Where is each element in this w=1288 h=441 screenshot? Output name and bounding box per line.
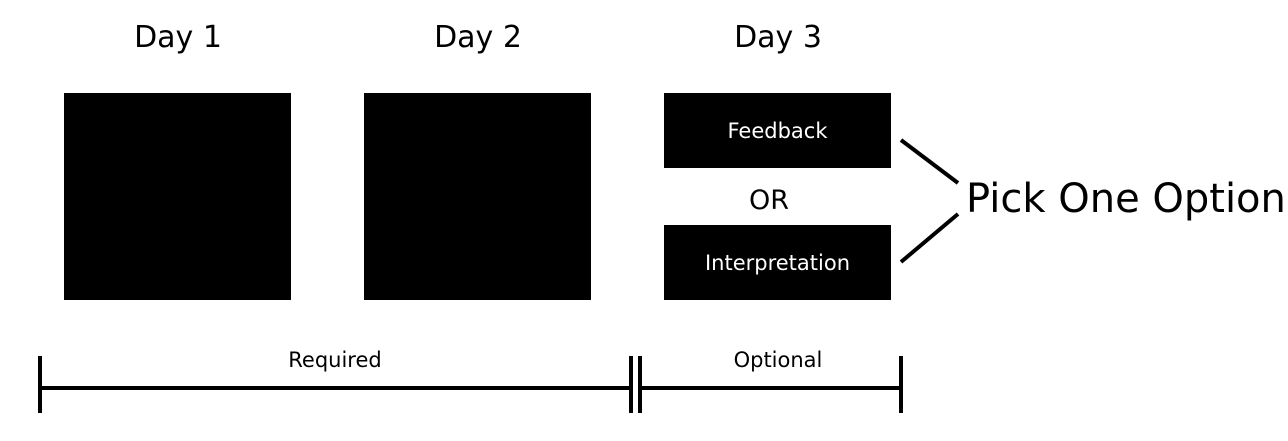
- required-label: Required: [288, 348, 382, 372]
- day-3-label: Day 3: [734, 20, 822, 55]
- optional-label: Optional: [733, 348, 823, 372]
- feedback-option-block: Feedback: [664, 93, 891, 168]
- day-2-block: [364, 93, 591, 300]
- day-2-label: Day 2: [434, 20, 522, 55]
- connector-line-bottom: [899, 212, 960, 264]
- pick-one-option-label: Pick One Option: [966, 176, 1286, 222]
- day-1-label: Day 1: [134, 20, 222, 55]
- connector-line-top: [899, 138, 960, 185]
- or-separator: OR: [748, 185, 789, 216]
- day-1-block: [64, 93, 291, 300]
- interpretation-option-label: Interpretation: [704, 250, 851, 275]
- feedback-option-label: Feedback: [727, 118, 828, 143]
- interpretation-option-block: Interpretation: [664, 225, 891, 300]
